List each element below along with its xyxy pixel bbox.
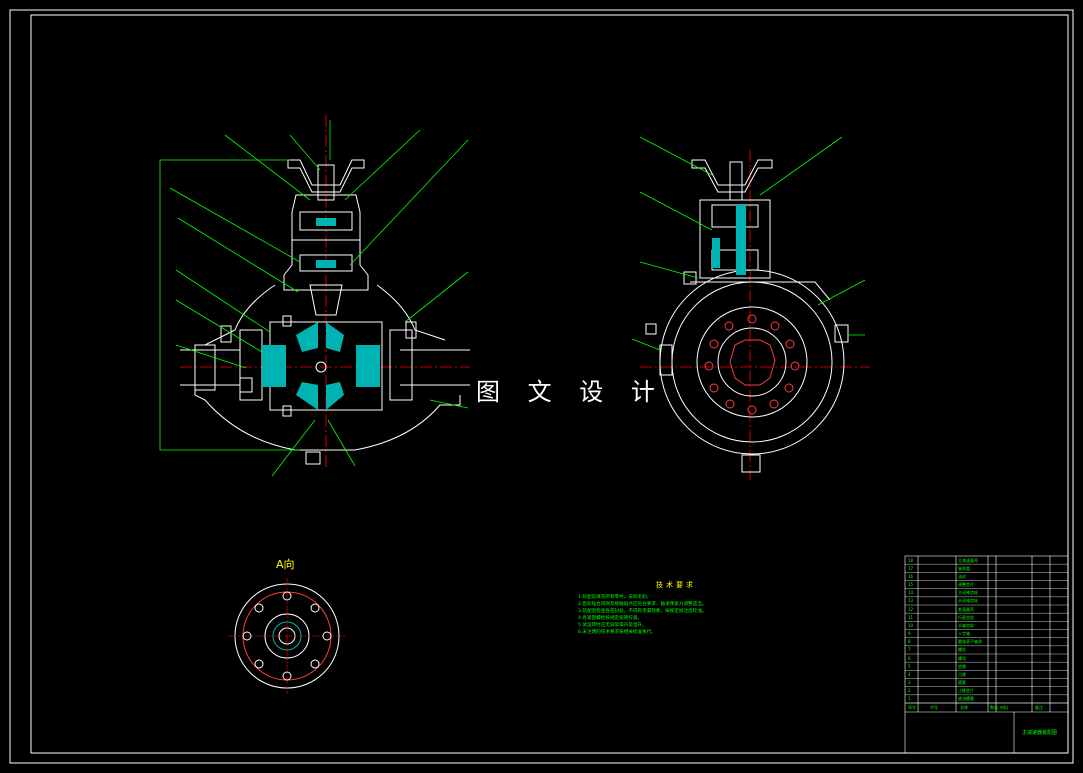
side-view (640, 150, 870, 480)
part-number: 17 (908, 565, 914, 571)
part-number: 6 (908, 655, 911, 661)
part-number: 11 (908, 614, 914, 620)
part-name: 隔套 (958, 680, 966, 685)
tech-req-item: 4.各紧固螺栓按规定扭矩拧紧。 (578, 616, 643, 621)
inner-border (30, 14, 1069, 754)
tech-req-item: 5.试运转时应无异常噪声及温升。 (578, 623, 647, 628)
part-number: 16 (908, 573, 914, 579)
title-block-header: 材料 (1000, 705, 1008, 710)
tech-req-item: 1.装配前清洗所有零件，去除毛刺。 (578, 595, 652, 600)
drawing-name: 主减速器装配图 (1022, 730, 1058, 736)
title-block-header: 数量 (990, 705, 998, 710)
title-block-header: 代号 (930, 705, 938, 710)
part-name: 主动锥齿轮 (958, 590, 978, 596)
side-view-fills (712, 205, 746, 275)
title-block-header: 备注 (1035, 705, 1043, 710)
title-block-rows (905, 563, 1068, 704)
title-block-header: 序号 (908, 705, 916, 710)
part-number: 4 (908, 671, 911, 677)
part-number: 10 (908, 622, 914, 628)
leader-lines-side (631, 136, 866, 351)
part-name: 差速器壳 (958, 606, 974, 612)
part-name: 调整垫片 (958, 582, 974, 587)
part-number: 12 (908, 606, 914, 612)
part-name: 螺栓 (958, 647, 966, 653)
a-direction-view (228, 578, 346, 694)
part-number: 15 (908, 582, 914, 587)
outer-border (9, 9, 1074, 764)
part-name: 行星齿轮 (958, 614, 974, 620)
part-number: 9 (908, 631, 911, 636)
part-name: 十字轴 (958, 631, 970, 636)
part-name: 圆锥滚子轴承 (958, 639, 982, 645)
title-block-header: 名称 (960, 705, 968, 710)
part-name: 凸缘 (958, 671, 966, 677)
dimension-lines (159, 159, 300, 451)
part-number: 13 (908, 598, 914, 604)
side-view-bolt-circle (704, 314, 800, 415)
part-number: 8 (908, 639, 911, 645)
watermark-text: 图 文 设 计 (476, 378, 665, 406)
part-name: 止推垫片 (958, 688, 974, 694)
a-view-label: A向 (276, 558, 295, 571)
part-number: 3 (908, 680, 911, 685)
tech-req-item: 6.未注明的技术要求按相关标准执行。 (578, 630, 656, 635)
part-name: 螺母 (958, 655, 966, 661)
part-name: 从动锥齿轮 (958, 598, 978, 604)
part-name: 半轴齿轮 (958, 622, 974, 628)
tech-requirements: 1.装配前清洗所有零件，去除毛刺。 2.齿轮啮合间隙及接触斑点应符合要求，轴承预… (578, 594, 908, 636)
part-name: 轴承盖 (958, 565, 970, 571)
part-name: 主减速器壳 (958, 557, 978, 563)
part-name: 垫圈 (958, 663, 966, 669)
leader-lines-front (169, 120, 469, 477)
front-section-view (180, 115, 470, 470)
front-section-fills (262, 218, 380, 410)
part-name: 油封 (958, 573, 966, 579)
part-number: 7 (908, 647, 911, 653)
part-number: 1 (908, 696, 911, 702)
part-number: 14 (908, 590, 914, 596)
tech-req-item: 3.装配后检查各密封处，不得有渗漏现象，按规定加注齿轮油。 (578, 609, 707, 614)
part-number: 5 (908, 663, 911, 669)
tech-requirements-title: 技术要求 (656, 581, 696, 589)
part-name: 放油螺塞 (958, 696, 974, 702)
tech-req-item: 2.齿轮啮合间隙及接触斑点应符合要求，轴承预紧力调整适当。 (578, 602, 707, 607)
part-number: 2 (908, 688, 911, 694)
part-number: 18 (908, 557, 914, 563)
